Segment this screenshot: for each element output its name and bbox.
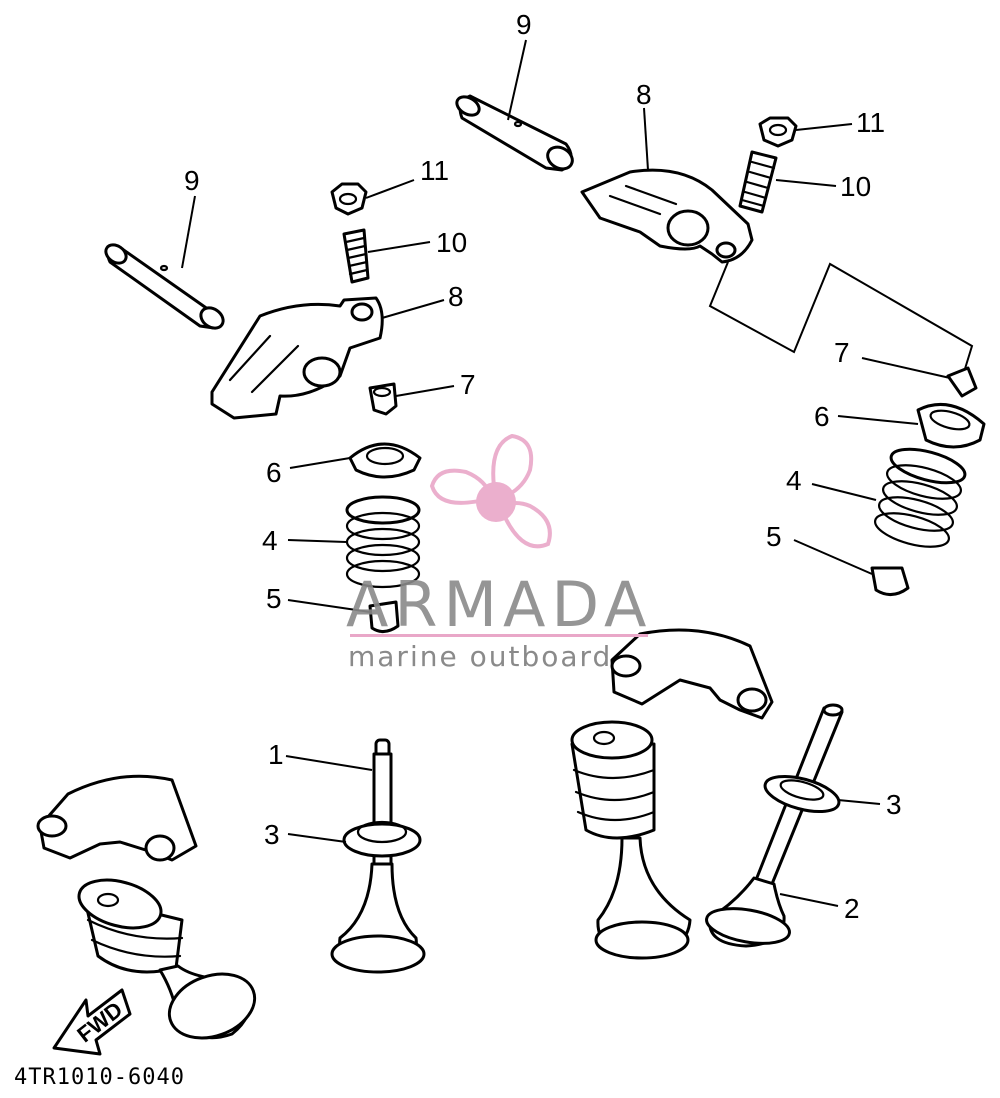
valve-cotter-left: [368, 382, 398, 416]
installed-rocker-arm-left: [36, 774, 198, 862]
callout-7-right: 7: [834, 337, 850, 368]
callout-10-left: 10: [436, 227, 467, 258]
leader-lines: [181, 39, 951, 907]
intake-valve: [330, 738, 426, 974]
spring-seat-right: [763, 774, 841, 814]
callout-2: 2: [844, 893, 860, 924]
callout-3-left: 3: [264, 819, 280, 850]
spring-retainer-right: [916, 402, 986, 449]
callout-7-left: 7: [460, 369, 476, 400]
spring-retainer-left: [348, 442, 422, 479]
callout-8-right: 8: [636, 79, 652, 110]
forward-direction-arrow: FWD: [52, 988, 132, 1056]
rocker-arm-right: [580, 168, 754, 264]
callout-6-right: 6: [814, 401, 830, 432]
callout-3-right: 3: [886, 789, 902, 820]
watermark-subtitle: marine outboard: [348, 640, 612, 673]
valve-cotter-right: [946, 366, 978, 398]
valve-spring-right: [874, 447, 967, 548]
valve-stem-seal-left: [368, 600, 400, 633]
callout-4-left: 4: [262, 525, 278, 556]
spring-seat-left: [342, 820, 422, 858]
callout-11-left: 11: [420, 155, 449, 186]
adjusting-screw-left: [342, 228, 370, 284]
rocker-shaft-left: [104, 243, 225, 330]
valve-stem-seal-right: [870, 566, 910, 596]
callout-9-right: 9: [516, 9, 532, 40]
callout-5-right: 5: [766, 521, 782, 552]
diagram-code: 4TR1010-6040: [14, 1065, 185, 1090]
locknut-left: [330, 182, 368, 216]
adjusting-screw-right: [738, 150, 778, 214]
callout-6-left: 6: [266, 457, 282, 488]
watermark-divider: [350, 634, 648, 637]
callout-numbers: 9 9 11 10 8 7 6 4 5 8 11 10 7 6 4 5 1 3 …: [184, 9, 902, 924]
callout-11-right: 11: [856, 107, 885, 138]
connection-bracket-right: [708, 261, 974, 373]
callout-1: 1: [268, 739, 284, 770]
watermark-title: ARMADA: [346, 568, 652, 641]
installed-rocker-arm-right: [610, 628, 774, 720]
installed-spring-assembly-left: [77, 878, 257, 1040]
callout-10-right: 10: [840, 171, 871, 202]
installed-spring-assembly-right: [570, 720, 692, 960]
locknut-right: [758, 116, 798, 148]
rocker-arm-left: [210, 296, 384, 420]
callout-5-left: 5: [266, 583, 282, 614]
armada-watermark: ARMADA marine outboard: [346, 433, 652, 673]
valve-spring-left: [345, 495, 421, 589]
callout-8-left: 8: [448, 281, 464, 312]
propeller-logo-icon: [429, 433, 552, 549]
exhaust-valve: [705, 703, 844, 948]
callout-9-left: 9: [184, 165, 200, 196]
rocker-shaft-right: [455, 94, 574, 172]
callout-4-right: 4: [786, 465, 802, 496]
